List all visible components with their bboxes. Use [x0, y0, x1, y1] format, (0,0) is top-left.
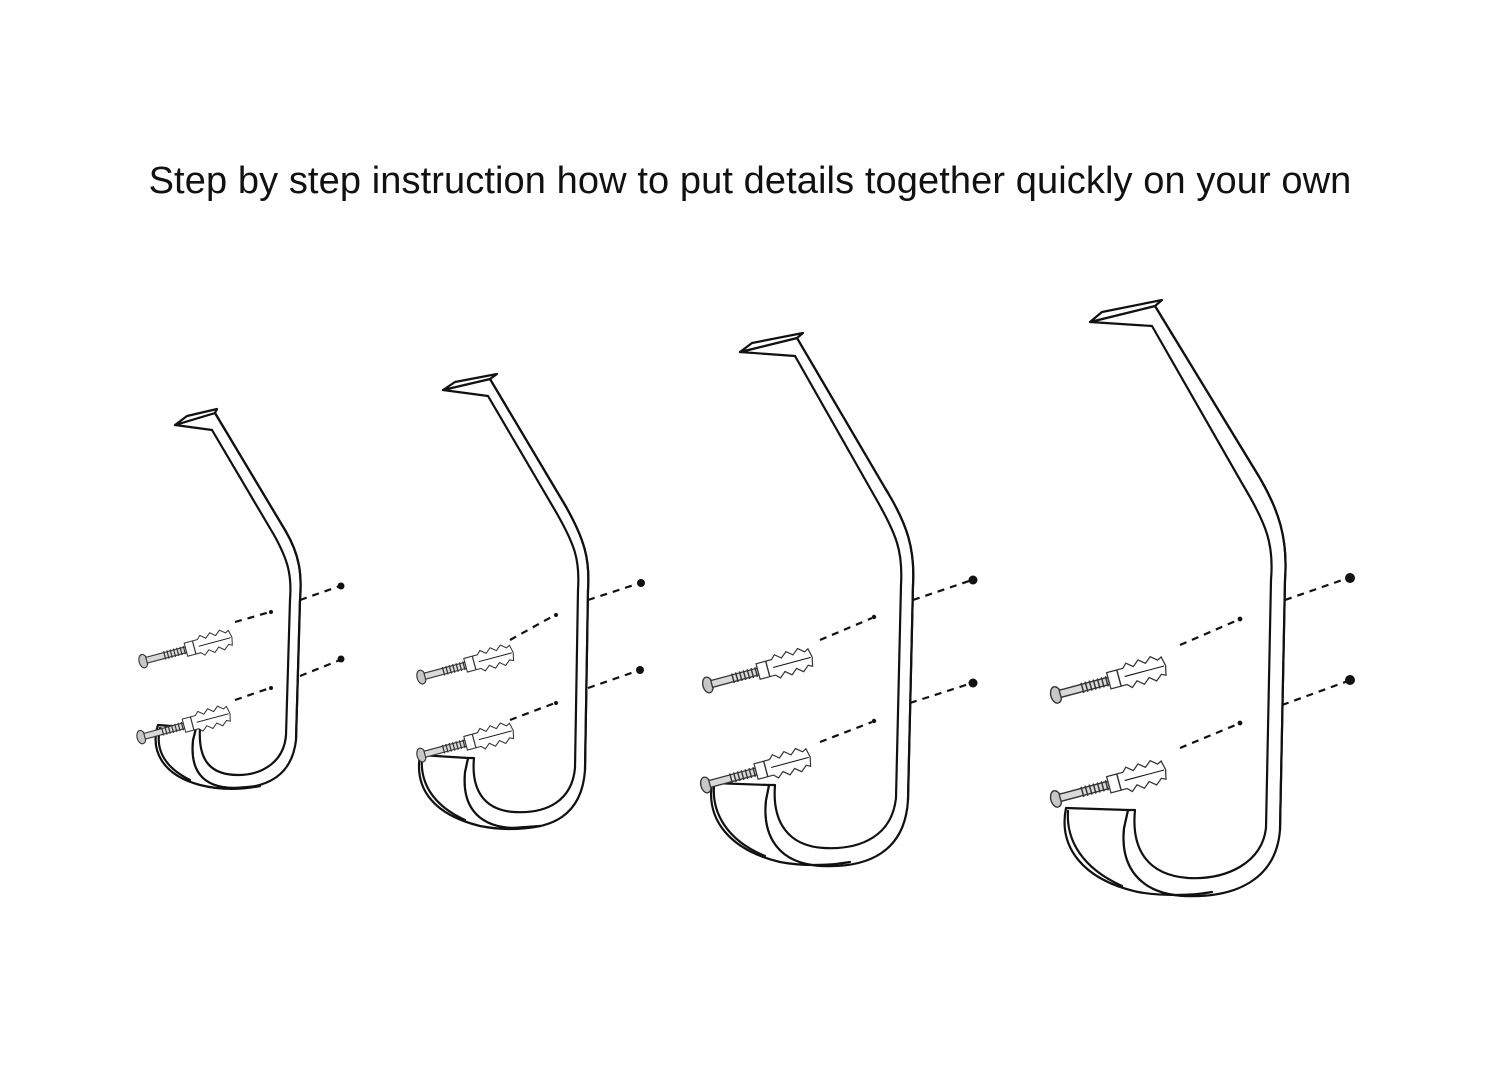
screw-icon — [699, 644, 816, 699]
screw-icon — [413, 641, 517, 690]
drill-guide-line — [909, 681, 973, 705]
drill-hole-icon — [554, 613, 558, 617]
hook-icon — [1063, 298, 1287, 898]
drill-hole-icon — [269, 686, 273, 690]
drill-guide-line — [1281, 679, 1349, 707]
drill-guide-line — [299, 658, 341, 678]
drill-guide-line — [587, 668, 641, 690]
drill-guide-line — [1284, 576, 1349, 602]
drill-guide-line — [587, 581, 641, 602]
hook-4 — [1046, 298, 1355, 898]
drill-guide-line — [912, 578, 973, 602]
drill-hole-icon — [968, 678, 978, 688]
drill-hole-icon — [1237, 720, 1243, 726]
drill-guide-line — [1179, 618, 1239, 647]
drill-guide-line — [509, 701, 556, 722]
drill-guide-line — [819, 616, 873, 642]
drill-guide-line — [234, 610, 271, 624]
drill-hole-icon — [337, 655, 345, 663]
drill-guide-line — [1179, 722, 1239, 750]
screw-icon — [135, 626, 236, 673]
drill-hole-icon — [1345, 675, 1355, 685]
drill-guide-line — [299, 584, 341, 602]
drill-guide-line — [234, 686, 271, 702]
drill-hole-icon — [968, 575, 978, 585]
hook-1 — [133, 407, 345, 790]
drill-guide-line — [819, 720, 873, 744]
drill-guide-line — [509, 614, 556, 641]
hook-icon — [417, 372, 590, 831]
hook-2 — [413, 372, 645, 831]
screw-icon — [1046, 756, 1170, 814]
page-title: Step by step instruction how to put deta… — [148, 160, 1352, 202]
drill-hole-icon — [1237, 616, 1243, 622]
drill-hole-icon — [269, 610, 273, 614]
drill-hole-icon — [871, 718, 877, 724]
hook-icon — [154, 407, 302, 790]
drill-hole-icon — [636, 666, 644, 674]
drill-hole-icon — [637, 579, 645, 587]
hook-icon — [710, 331, 915, 868]
drill-hole-icon — [337, 582, 345, 590]
drill-hole-icon — [554, 701, 558, 705]
screw-icon — [1046, 652, 1170, 710]
drill-hole-icon — [871, 614, 877, 620]
hook-3 — [697, 331, 978, 868]
drill-hole-icon — [1345, 573, 1355, 583]
